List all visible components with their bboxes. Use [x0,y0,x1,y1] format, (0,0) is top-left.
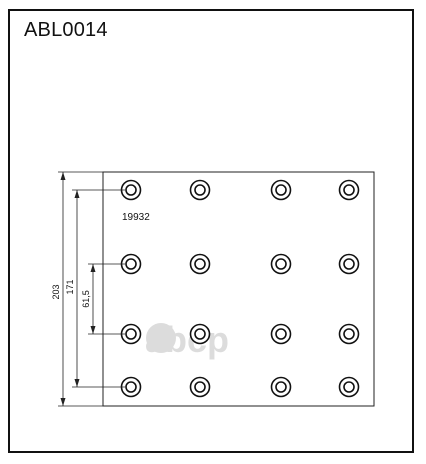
rivet-holes [120,179,360,398]
rivet-hole [270,179,292,201]
dimension-outer-holes [72,189,125,388]
rivet-hole [338,179,360,201]
rivet-hole [338,323,360,345]
rivet-hole [189,376,211,398]
rivet-hole [270,253,292,275]
rivet-hole [338,253,360,275]
rivet-hole [270,376,292,398]
part-number: 19932 [122,212,150,223]
lining-plate [102,171,375,407]
rivet-hole [189,179,211,201]
dimension-inner-holes [88,263,125,335]
rivet-hole [189,323,211,345]
watermark-text: abcp [145,319,229,360]
rivet-hole [120,376,142,398]
dimension-inner-holes-label: 61,5 [81,290,91,308]
rivet-hole [338,376,360,398]
rivet-hole [120,179,142,201]
rivet-hole [189,253,211,275]
rivet-hole [270,323,292,345]
dimension-overall [58,171,103,407]
dimension-outer-holes-label: 171 [65,279,75,294]
dimension-overall-label: 203 [51,284,61,299]
part-title: ABL0014 [24,19,108,41]
watermark-logo: abcp [145,319,229,360]
